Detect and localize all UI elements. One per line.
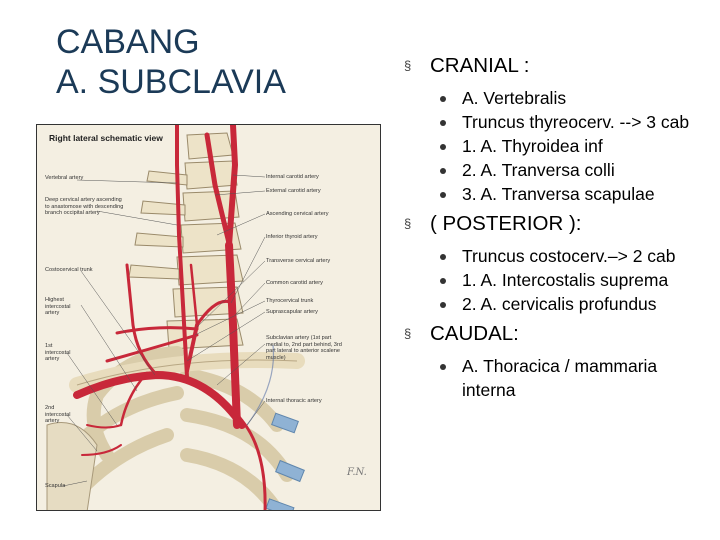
artist-signature: F.N.	[346, 467, 367, 478]
dot-bullet-icon	[440, 364, 446, 370]
label-internal-carotid-artery: Internal carotid artery	[266, 174, 319, 180]
label-second-intercostal-artery: 2nd intercostal artery	[45, 405, 71, 425]
item-list: Truncus costocerv.–> 2 cab 1. A. Interco…	[404, 244, 704, 316]
list-item: 1. A. Thyroidea inf	[436, 134, 704, 158]
label-transverse-cervical-artery: Transverse cervical artery	[266, 258, 331, 264]
square-bullet-icon: §	[404, 216, 412, 231]
label-internal-thoracic-artery: Internal thoracic artery	[266, 398, 322, 404]
label-external-carotid-artery: External carotid artery	[266, 188, 321, 194]
list-item: Truncus thyreocerv. --> 3 cab	[436, 110, 704, 134]
label-suprascapular-artery: Suprascapular artery	[266, 309, 318, 315]
figure-heading: Right lateral schematic view	[49, 133, 163, 143]
list-item-text: 1. A. Thyroidea inf	[462, 136, 603, 156]
section-heading-text: ( POSTERIOR ):	[430, 212, 582, 235]
list-item: A. Vertebralis	[436, 86, 704, 110]
dot-bullet-icon	[440, 96, 446, 102]
list-item-text: Truncus thyreocerv. --> 3 cab	[462, 112, 690, 132]
list-item: 2. A. cervicalis profundus	[436, 292, 704, 316]
slide-title: CABANG A. SUBCLAVIA	[56, 22, 356, 102]
list-item: A. Thoracica / mammaria interna	[436, 354, 704, 402]
item-list: A. Thoracica / mammaria interna	[404, 354, 704, 402]
section-cranial: § CRANIAL : A. Vertebralis Truncus thyre…	[404, 52, 704, 206]
dot-bullet-icon	[440, 278, 446, 284]
list-item: 1. A. Intercostalis suprema	[436, 268, 704, 292]
subclavian-artery-diagram: F.N.	[46, 125, 367, 510]
label-common-carotid-artery: Common carotid artery	[266, 280, 323, 286]
list-item-text: A. Thoracica / mammaria interna	[462, 356, 658, 400]
label-costocervical-trunk: Costocervical trunk	[45, 267, 93, 273]
label-subclavian-artery: Subclavian artery (1st part medial to, 2…	[266, 335, 342, 361]
anatomy-illustration: F.N. Right lateral schematic view Verteb…	[36, 124, 381, 511]
section-heading: § ( POSTERIOR ):	[404, 210, 704, 238]
dot-bullet-icon	[440, 254, 446, 260]
label-first-intercostal-artery: 1st intercostal artery	[45, 343, 71, 363]
list-item-text: 1. A. Intercostalis suprema	[462, 270, 669, 290]
dot-bullet-icon	[440, 192, 446, 198]
dot-bullet-icon	[440, 168, 446, 174]
square-bullet-icon: §	[404, 58, 412, 73]
label-scapula: Scapula	[45, 483, 66, 489]
dot-bullet-icon	[440, 120, 446, 126]
label-deep-cervical-artery: Deep cervical artery ascending to anasto…	[45, 197, 124, 217]
section-heading-text: CAUDAL:	[430, 322, 519, 345]
list-item-text: 3. A. Tranversa scapulae	[462, 184, 655, 204]
square-bullet-icon: §	[404, 326, 412, 341]
list-item-text: Truncus costocerv.–> 2 cab	[462, 246, 676, 266]
item-list: A. Vertebralis Truncus thyreocerv. --> 3…	[404, 86, 704, 206]
dot-bullet-icon	[440, 144, 446, 150]
label-highest-intercostal-artery: Highest intercostal artery	[45, 297, 71, 317]
list-item-text: A. Vertebralis	[462, 88, 567, 108]
label-thyrocervical-trunk: Thyrocervical trunk	[266, 298, 314, 304]
section-heading: § CRANIAL :	[404, 52, 704, 80]
label-inferior-thyroid-artery: Inferior thyroid artery	[266, 234, 318, 240]
label-ascending-cervical-artery: Ascending cervical artery	[266, 211, 329, 217]
section-heading-text: CRANIAL :	[430, 54, 530, 77]
section-posterior: § ( POSTERIOR ): Truncus costocerv.–> 2 …	[404, 210, 704, 316]
section-caudal: § CAUDAL: A. Thoracica / mammaria intern…	[404, 320, 704, 402]
branch-list: § CRANIAL : A. Vertebralis Truncus thyre…	[404, 52, 704, 402]
title-line-2: A. SUBCLAVIA	[56, 63, 286, 101]
list-item-text: 2. A. Tranversa colli	[462, 160, 615, 180]
dot-bullet-icon	[440, 302, 446, 308]
list-item: Truncus costocerv.–> 2 cab	[436, 244, 704, 268]
list-item-text: 2. A. cervicalis profundus	[462, 294, 657, 314]
title-line-1: CABANG	[56, 23, 200, 61]
list-item: 3. A. Tranversa scapulae	[436, 182, 704, 206]
section-heading: § CAUDAL:	[404, 320, 704, 348]
list-item: 2. A. Tranversa colli	[436, 158, 704, 182]
label-vertebral-artery: Vertebral artery	[45, 175, 84, 181]
